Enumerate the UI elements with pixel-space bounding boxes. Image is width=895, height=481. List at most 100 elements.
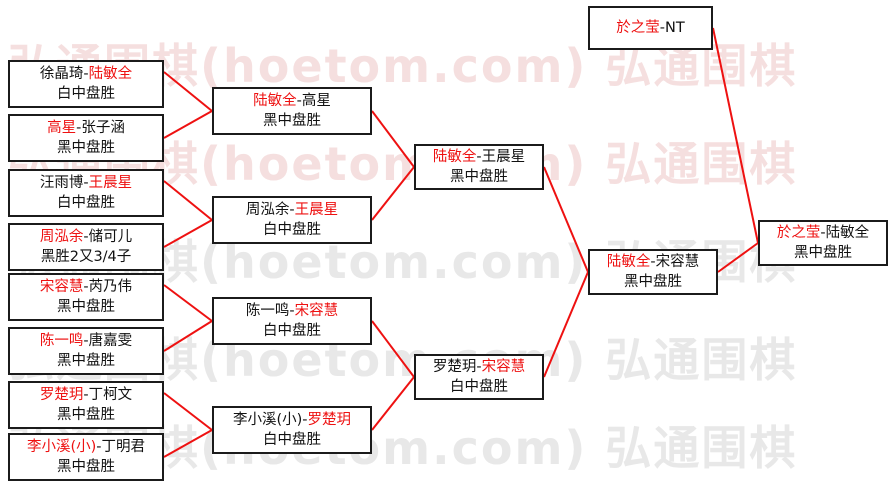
bracket-connector-r2m2-to-sf1 [371,166,415,221]
player-separator: - [302,412,308,428]
player-separator: - [476,149,482,165]
player-left: 宋容慧 [39,279,84,295]
match-box-f1[interactable]: 陆敏全-宋容慧黑中盘胜 [588,249,718,295]
player-left: 周泓余 [39,229,84,245]
match-pairing: 罗楚玥-丁柯文 [40,385,132,405]
match-pairing: 陆敏全-王晨星 [433,147,525,167]
player-separator: - [83,279,89,295]
match-box-r1m5[interactable]: 宋容慧-芮乃伟黑中盘胜 [8,273,164,321]
match-box-sf1[interactable]: 陆敏全-王晨星黑中盘胜 [414,144,544,190]
match-box-ch1[interactable]: 於之莹-陆敏全黑中盘胜 [758,220,888,266]
player-separator: - [289,202,295,218]
player-separator: - [96,439,102,455]
player-right: 高星 [301,93,331,109]
player-left: 罗楚玥 [39,387,84,403]
player-right: 储可儿 [88,229,133,245]
player-left: 高星 [47,120,77,136]
match-pairing: 周泓余-王晨星 [246,200,338,220]
bracket-connector-sf2-to-f1 [543,271,589,378]
match-pairing: 陆敏全-高星 [253,91,331,111]
match-box-r2m4[interactable]: 李小溪(小)-罗楚玥白中盘胜 [212,406,372,454]
player-right: NT [665,20,685,36]
match-result: 白中盘胜 [57,86,115,102]
match-box-r1m4[interactable]: 周泓余-储可儿黑胜2又3/4子 [8,223,164,271]
match-pairing: 宋容慧-芮乃伟 [40,277,132,297]
match-box-seed1[interactable]: 於之莹-NT [588,6,713,50]
bracket-connector-r1m8-to-r2m4 [163,429,213,458]
bracket-connector-sf1-to-f1 [543,166,589,273]
match-result: 黑中盘胜 [57,353,115,369]
player-right: 唐嘉雯 [88,333,133,349]
match-pairing: 周泓余-储可儿 [40,227,132,247]
player-left: 徐晶琦 [39,66,84,82]
match-result: 黑中盘胜 [794,245,852,261]
match-result: 白中盘胜 [263,222,321,238]
match-pairing: 汪雨博-王晨星 [40,173,132,193]
player-left: 陈一鸣 [245,303,290,319]
match-box-r2m3[interactable]: 陈一鸣-宋容慧白中盘胜 [212,297,372,345]
player-left: 於之莹 [776,225,821,241]
player-left: 陆敏全 [606,254,651,270]
player-right: 王晨星 [294,202,339,218]
match-result: 白中盘胜 [450,379,508,395]
match-box-sf2[interactable]: 罗楚玥-宋容慧白中盘胜 [414,354,544,400]
player-separator: - [650,254,656,270]
bracket-connector-r2m4-to-sf2 [371,376,415,431]
match-pairing: 陈一鸣-宋容慧 [246,301,338,321]
bracket-connector-r1m6-to-r2m3 [163,320,213,352]
bracket-connector-r1m5-to-r2m3 [163,284,213,322]
player-right: 陆敏全 [88,66,133,82]
player-right: 王晨星 [88,175,133,191]
match-result: 黑中盘胜 [263,113,321,129]
match-result: 黑中盘胜 [57,299,115,315]
player-right: 张子涵 [81,120,125,136]
match-box-r1m1[interactable]: 徐晶琦-陆敏全白中盘胜 [8,60,164,108]
player-left: 周泓余 [245,202,290,218]
player-separator: - [83,66,89,82]
player-right: 宋容慧 [294,303,339,319]
match-box-r1m2[interactable]: 高星-张子涵黑中盘胜 [8,114,164,162]
match-result: 黑中盘胜 [624,274,682,290]
match-box-r2m2[interactable]: 周泓余-王晨星白中盘胜 [212,196,372,244]
player-separator: - [296,93,302,109]
player-left: 李小溪(小) [26,439,97,455]
player-left: 於之莹 [616,20,660,36]
match-box-r1m7[interactable]: 罗楚玥-丁柯文黑中盘胜 [8,381,164,429]
match-pairing: 陈一鸣-唐嘉雯 [40,331,132,351]
player-left: 陆敏全 [432,149,477,165]
match-pairing: 罗楚玥-宋容慧 [433,357,525,377]
match-pairing: 高星-张子涵 [47,118,125,138]
player-separator: - [659,20,665,36]
match-pairing: 陆敏全-宋容慧 [607,252,699,272]
match-pairing: 徐晶琦-陆敏全 [40,64,132,84]
player-separator: - [83,387,89,403]
bracket-connector-f1-to-ch1 [717,242,759,273]
match-box-r2m1[interactable]: 陆敏全-高星黑中盘胜 [212,87,372,135]
bracket-connector-r2m1-to-sf1 [371,110,415,168]
player-separator: - [476,359,482,375]
player-separator: - [76,120,82,136]
player-right: 罗楚玥 [307,412,352,428]
player-right: 宋容慧 [481,359,526,375]
match-result: 黑中盘胜 [57,459,115,475]
match-result: 黑胜2又3/4子 [40,249,132,265]
match-result: 白中盘胜 [263,323,321,339]
match-box-r1m6[interactable]: 陈一鸣-唐嘉雯黑中盘胜 [8,327,164,375]
match-box-r1m3[interactable]: 汪雨博-王晨星白中盘胜 [8,169,164,217]
match-box-r1m8[interactable]: 李小溪(小)-丁明君黑中盘胜 [8,433,164,481]
bracket-connector-seed1-to-ch1 [712,27,759,244]
match-result: 黑中盘胜 [57,407,115,423]
match-result: 黑中盘胜 [57,140,115,156]
bracket-connector-r1m7-to-r2m4 [163,392,213,431]
player-left: 罗楚玥 [432,359,477,375]
bracket-connector-r1m3-to-r2m2 [163,180,213,221]
player-left: 陆敏全 [253,93,297,109]
player-left: 李小溪(小) [232,412,303,428]
match-result: 白中盘胜 [57,195,115,211]
player-separator: - [83,229,89,245]
match-pairing: 李小溪(小)-罗楚玥 [233,410,351,430]
player-right: 陆敏全 [825,225,870,241]
player-left: 陈一鸣 [39,333,84,349]
match-pairing: 於之莹-NT [616,18,684,38]
